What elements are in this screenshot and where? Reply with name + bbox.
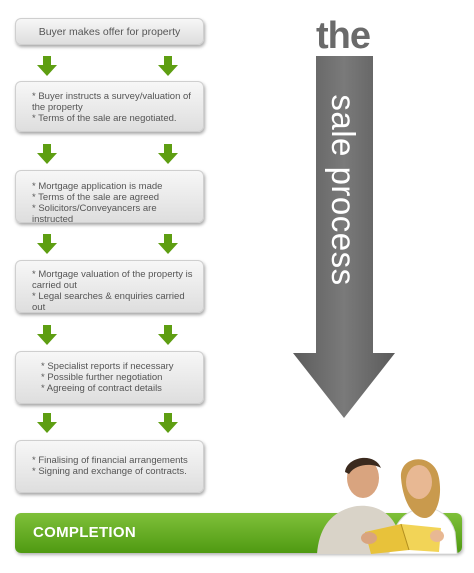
title-the: the [316, 15, 371, 57]
couple-reading-image [317, 457, 458, 554]
step-6-line-2: * Signing and exchange of contracts. [32, 466, 187, 477]
step-3-line-3: * Solicitors/Conveyancers are instructed [32, 203, 157, 225]
green-down-arrow-icon [37, 234, 57, 254]
green-down-arrow-icon [158, 144, 178, 164]
step-6-box: * Finalising of financial arrangements *… [15, 440, 204, 493]
green-down-arrow-icon [158, 234, 178, 254]
step-3-line-2: * Terms of the sale are agreed [32, 192, 160, 203]
step-4-box: * Mortgage valuation of the property is … [15, 260, 204, 313]
step-2-line-2: * Terms of the sale are negotiated. [32, 113, 177, 124]
step-5-line-2: * Possible further negotiation [41, 372, 163, 383]
step-2-line-1: * Buyer instructs a survey/valuation of … [32, 91, 191, 113]
process-title-vertical: sale process [325, 94, 362, 286]
green-down-arrow-icon [158, 413, 178, 433]
step-5-line-3: * Agreeing of contract details [41, 383, 162, 394]
step-3-line-1: * Mortgage application is made [32, 181, 163, 192]
step-3-box: * Mortgage application is made * Terms o… [15, 170, 204, 225]
step-6-line-1: * Finalising of financial arrangements [32, 455, 188, 466]
large-down-arrow-icon [293, 56, 395, 418]
green-down-arrow-icon [158, 56, 178, 76]
step-5-line-1: * Specialist reports if necessary [41, 361, 174, 372]
step-1-line-1: Buyer makes offer for property [38, 26, 181, 38]
step-5-box: * Specialist reports if necessary * Poss… [15, 351, 204, 404]
green-down-arrow-icon [37, 144, 57, 164]
step-4-line-2: * Legal searches & enquiries carried out [32, 291, 185, 313]
completion-label: COMPLETION [33, 524, 136, 541]
step-2-box: * Buyer instructs a survey/valuation of … [15, 81, 204, 132]
green-down-arrow-icon [37, 325, 57, 345]
step-4-line-1: * Mortgage valuation of the property is … [32, 269, 193, 291]
green-down-arrow-icon [158, 325, 178, 345]
green-down-arrow-icon [37, 413, 57, 433]
green-down-arrow-icon [37, 56, 57, 76]
step-1-box: Buyer makes offer for property [15, 18, 204, 45]
